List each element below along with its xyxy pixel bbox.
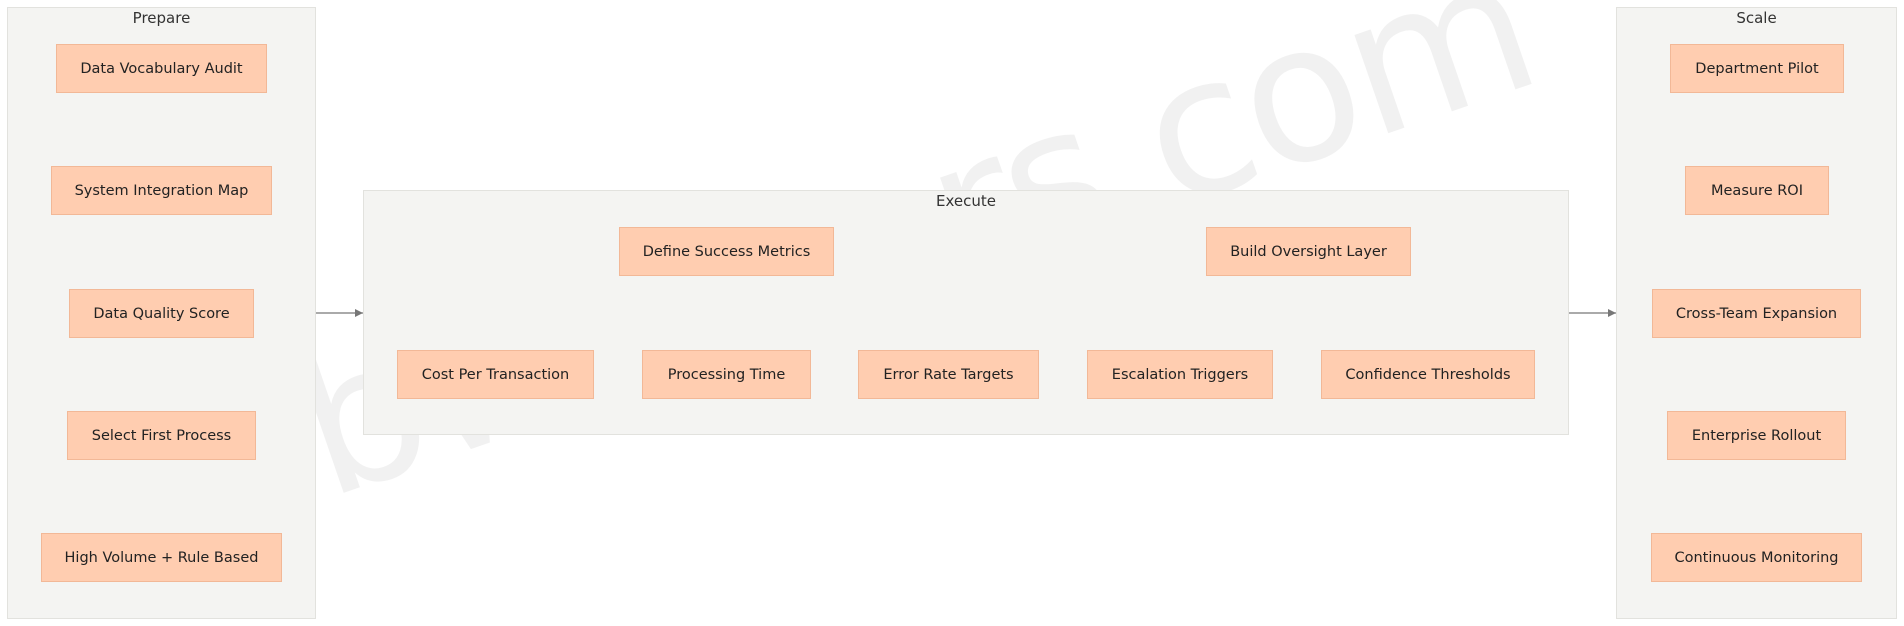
node-cost-per-transaction[interactable]: Cost Per Transaction bbox=[397, 350, 594, 399]
node-data-vocabulary-audit[interactable]: Data Vocabulary Audit bbox=[56, 44, 267, 93]
node-data-quality-score[interactable]: Data Quality Score bbox=[69, 289, 254, 338]
cluster-execute-title: Execute bbox=[936, 192, 996, 210]
node-high-volume-rule-based[interactable]: High Volume + Rule Based bbox=[41, 533, 282, 582]
node-enterprise-rollout[interactable]: Enterprise Rollout bbox=[1667, 411, 1846, 460]
node-continuous-monitoring[interactable]: Continuous Monitoring bbox=[1651, 533, 1862, 582]
node-measure-roi[interactable]: Measure ROI bbox=[1685, 166, 1829, 215]
node-confidence-thresholds[interactable]: Confidence Thresholds bbox=[1321, 350, 1535, 399]
node-cross-team-expansion[interactable]: Cross-Team Expansion bbox=[1652, 289, 1861, 338]
node-system-integration-map[interactable]: System Integration Map bbox=[51, 166, 272, 215]
node-error-rate-targets[interactable]: Error Rate Targets bbox=[858, 350, 1039, 399]
node-define-success-metrics[interactable]: Define Success Metrics bbox=[619, 227, 834, 276]
cluster-prepare-title: Prepare bbox=[132, 9, 191, 27]
node-escalation-triggers[interactable]: Escalation Triggers bbox=[1087, 350, 1273, 399]
node-department-pilot[interactable]: Department Pilot bbox=[1670, 44, 1844, 93]
cluster-scale-title: Scale bbox=[1736, 9, 1777, 27]
node-build-oversight-layer[interactable]: Build Oversight Layer bbox=[1206, 227, 1411, 276]
node-select-first-process[interactable]: Select First Process bbox=[67, 411, 256, 460]
node-processing-time[interactable]: Processing Time bbox=[642, 350, 811, 399]
